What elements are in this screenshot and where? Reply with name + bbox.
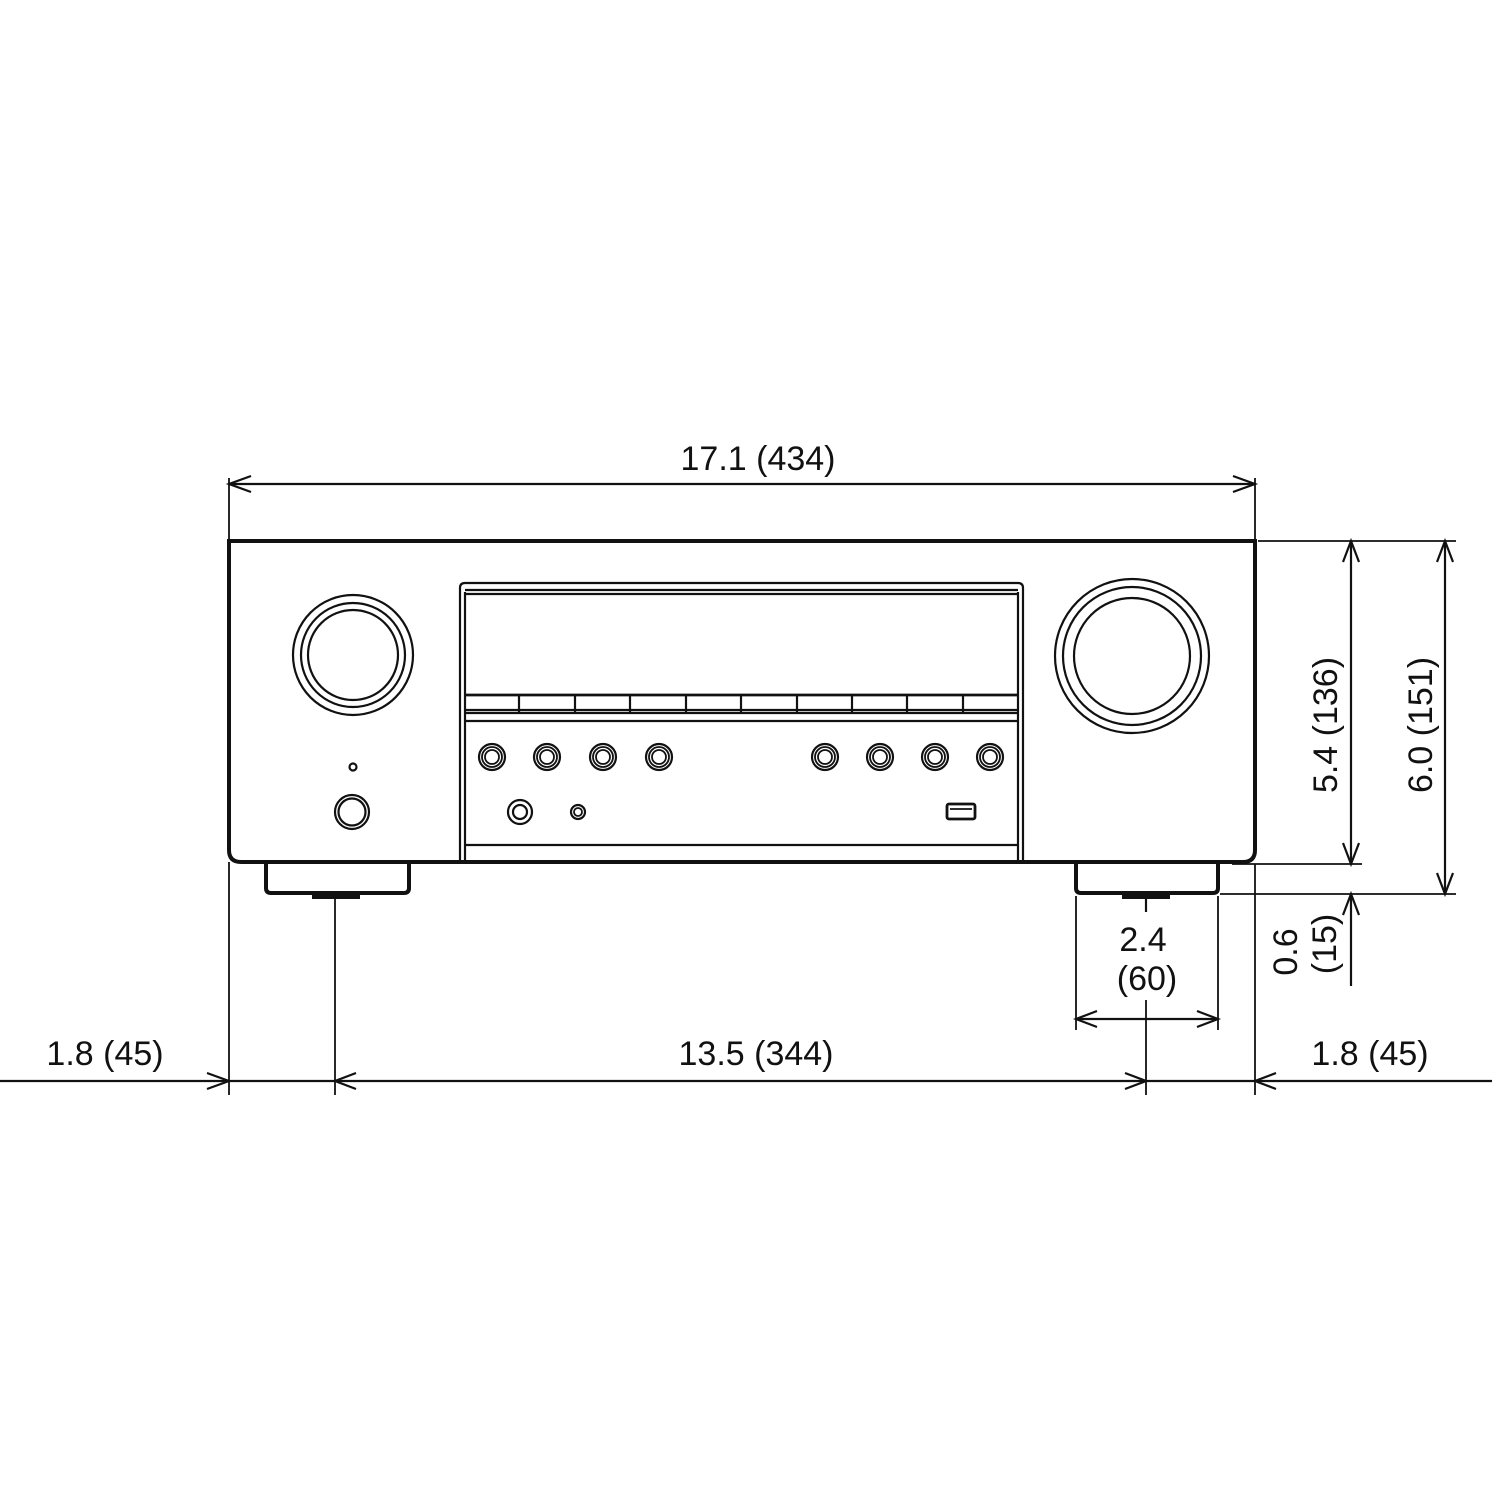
display-panel xyxy=(458,581,1025,862)
button-row-right xyxy=(810,742,1005,772)
headphone-jack-icon xyxy=(506,798,534,826)
panel-button xyxy=(588,742,618,772)
foot-spacing-label: 13.5 (344) xyxy=(679,1035,834,1073)
panel-button xyxy=(644,742,674,772)
power-button xyxy=(333,793,371,831)
foot-width-label-in: 2.4 xyxy=(1119,921,1166,959)
right-offset-label: 1.8 (45) xyxy=(1311,1035,1428,1073)
bottom-dimensions: 1.8 (45) 13.5 (344) 1.8 (45) xyxy=(0,862,1492,1095)
foot-width-dimension: 2.4 (60) xyxy=(1072,896,1222,1030)
input-selector-knob xyxy=(291,593,415,717)
button-row-left xyxy=(477,742,674,772)
panel-button xyxy=(477,742,507,772)
usb-port-icon xyxy=(945,802,977,821)
panel-button xyxy=(975,742,1005,772)
mic-jack-icon xyxy=(569,803,587,821)
status-led-icon xyxy=(348,762,358,772)
foot-width-label-mm: (60) xyxy=(1117,960,1177,998)
display-segment-strip xyxy=(465,693,1018,723)
overall-height-label: 6.0 (151) xyxy=(1402,657,1440,793)
right-foot xyxy=(1074,862,1220,899)
left-foot xyxy=(264,862,411,899)
left-offset-label: 1.8 (45) xyxy=(46,1035,163,1073)
volume-knob xyxy=(1053,577,1211,735)
foot-height-label-in: 0.6 xyxy=(1267,928,1305,975)
overall-width-dimension: 17.1 (434) xyxy=(225,440,1259,545)
panel-button xyxy=(810,742,840,772)
overall-width-label: 17.1 (434) xyxy=(681,440,836,478)
panel-button xyxy=(920,742,950,772)
foot-height-label-mm: (15) xyxy=(1306,914,1344,974)
panel-button xyxy=(865,742,895,772)
height-dimensions: 5.4 (136) 6.0 (151) 0.6 (15) xyxy=(1220,537,1456,986)
receiver-body xyxy=(227,539,1257,864)
panel-button xyxy=(532,742,562,772)
body-height-label: 5.4 (136) xyxy=(1307,657,1345,793)
